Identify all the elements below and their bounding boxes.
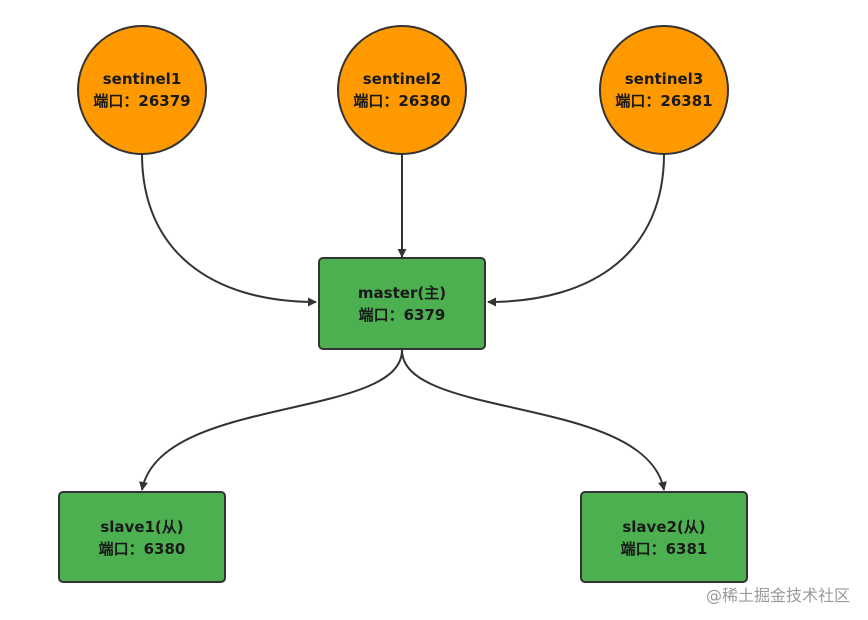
slave1-name: slave1(从) — [100, 518, 183, 536]
master-port: 端口：6379 — [359, 306, 446, 324]
edge-master-to-slave1 — [139, 349, 403, 491]
edge-sentinel3-to-master — [487, 153, 665, 307]
slave2-port: 端口：6381 — [621, 540, 708, 558]
edge-sentinel1-to-master — [141, 153, 317, 307]
sentinel2-name: sentinel2 — [363, 70, 442, 88]
sentinel1-name: sentinel1 — [103, 70, 182, 88]
sentinel2-node: sentinel2 端口：26380 — [337, 25, 467, 155]
slave1-port: 端口：6380 — [99, 540, 186, 558]
slave2-name: slave2(从) — [622, 518, 705, 536]
master-name: master(主) — [358, 284, 446, 302]
slave2-node: slave2(从) 端口：6381 — [580, 491, 748, 583]
sentinel1-port: 端口：26379 — [93, 92, 190, 110]
watermark: @稀土掘金技术社区 — [705, 586, 850, 605]
sentinel1-node: sentinel1 端口：26379 — [77, 25, 207, 155]
sentinel3-node: sentinel3 端口：26381 — [599, 25, 729, 155]
sentinel2-port: 端口：26380 — [353, 92, 450, 110]
sentinel3-name: sentinel3 — [625, 70, 704, 88]
slave1-node: slave1(从) 端口：6380 — [58, 491, 226, 583]
sentinel3-port: 端口：26381 — [615, 92, 712, 110]
edge-master-to-slave2 — [401, 349, 667, 491]
master-node: master(主) 端口：6379 — [318, 257, 486, 350]
